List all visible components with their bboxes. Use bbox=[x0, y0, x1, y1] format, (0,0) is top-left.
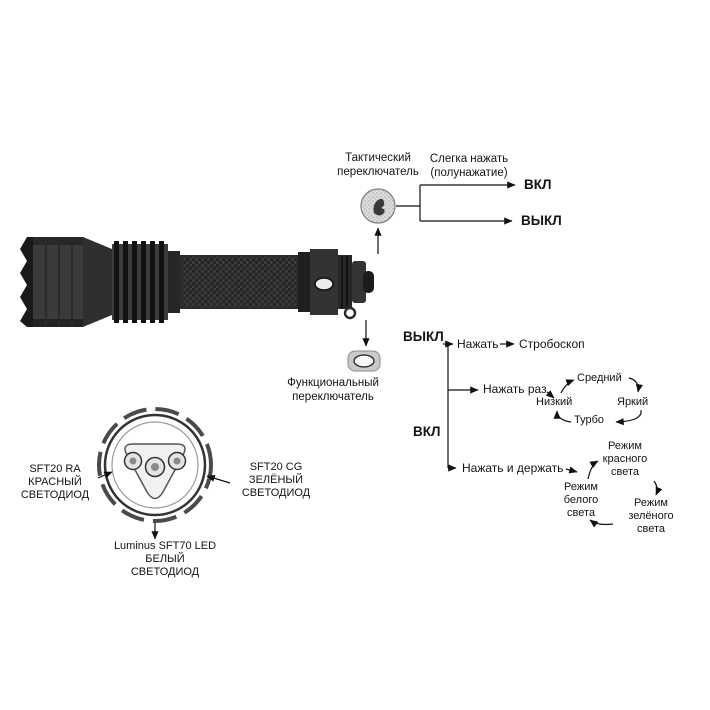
label-mode-medium: Средний bbox=[577, 372, 622, 384]
label-white-led: Luminus SFT70 LED БЕЛЫЙ СВЕТОДИОД bbox=[113, 540, 217, 578]
inner-ring bbox=[111, 421, 199, 509]
lanyard-ring bbox=[343, 306, 357, 320]
arrow-high-to-turbo bbox=[615, 409, 642, 426]
strike-bezel bbox=[20, 237, 34, 327]
body-knurling bbox=[182, 257, 296, 307]
tail-ribs bbox=[338, 255, 352, 309]
label-press-once: Нажать раз bbox=[483, 382, 547, 396]
label-on-top: ВКЛ bbox=[524, 177, 552, 192]
crenellated-bezel bbox=[97, 407, 213, 523]
arrow-greenlabel-to-led bbox=[206, 474, 231, 484]
head-taper bbox=[83, 237, 112, 327]
arrow-green-to-white bbox=[589, 519, 614, 528]
functional-switch-icon bbox=[347, 350, 381, 372]
label-mode-green: Режим зелёного света bbox=[628, 497, 674, 535]
arrow-pressonce-to-low bbox=[545, 390, 555, 399]
arrow-redlabel-to-led bbox=[97, 471, 113, 479]
arrow-presshold-to-cycle bbox=[565, 466, 578, 474]
label-mode-high: Яркий bbox=[617, 396, 649, 408]
label-press-hold: Нажать и держать bbox=[462, 461, 564, 475]
arrow-turbo-to-low bbox=[553, 410, 572, 423]
tailcap bbox=[352, 261, 366, 303]
tactical-switch-icon bbox=[360, 188, 396, 224]
flow-arrows bbox=[97, 181, 663, 540]
arrow-medium-to-high bbox=[628, 377, 643, 393]
label-light-press: Слегка нажать (полунажатие) bbox=[429, 153, 509, 179]
arrow-red-to-green bbox=[653, 480, 663, 496]
label-green-led: SFT20 CG ЗЕЛЁНЫЙ СВЕТОДИОД bbox=[241, 461, 311, 499]
cooling-fins bbox=[112, 244, 168, 320]
label-strobe: Стробоскоп bbox=[519, 337, 585, 351]
label-off-bottom: ВЫКЛ bbox=[403, 329, 444, 344]
tail-button bbox=[363, 271, 374, 293]
rear-collar bbox=[298, 252, 310, 312]
label-functional-switch: Функциональный переключатель bbox=[287, 377, 379, 403]
front-collar bbox=[168, 251, 180, 313]
label-red-led: SFT20 RA КРАСНЫЙ СВЕТОДИОД bbox=[20, 463, 90, 501]
tactical-switch-glyph bbox=[373, 198, 385, 216]
arrow-low-to-medium bbox=[560, 379, 575, 394]
label-mode-white: Режим белого света bbox=[563, 481, 599, 519]
arrow-white-to-red bbox=[587, 460, 599, 480]
label-off-top: ВЫКЛ bbox=[521, 213, 562, 228]
label-mode-red: Режим красного света bbox=[602, 440, 648, 478]
label-mode-low: Низкий bbox=[536, 396, 573, 408]
tactical-bracket bbox=[396, 185, 421, 221]
label-press: Нажать bbox=[457, 337, 499, 351]
flashlight-side-view bbox=[20, 237, 374, 327]
flashlight-front-view bbox=[97, 407, 213, 523]
label-on-bottom: ВКЛ bbox=[413, 424, 441, 439]
label-mode-turbo: Турбо bbox=[574, 414, 605, 426]
label-tactical-switch: Тактический переключатель bbox=[337, 152, 419, 178]
side-switch bbox=[314, 277, 334, 291]
